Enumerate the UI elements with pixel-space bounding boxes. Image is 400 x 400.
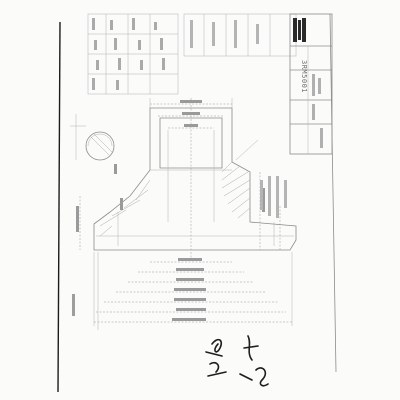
hub-cross-section — [93, 98, 297, 262]
section-hatching — [99, 161, 251, 237]
parameter-table — [87, 13, 179, 95]
handwritten-signatures — [205, 335, 269, 387]
company-logo — [293, 18, 306, 42]
technical-notes — [260, 176, 287, 218]
lower-dimensions — [93, 252, 293, 330]
sheet-left-border — [57, 21, 61, 393]
dimension-values — [76, 100, 265, 321]
sheet-right-border — [329, 13, 337, 373]
margin-annotation — [72, 294, 75, 316]
notes-table — [183, 13, 297, 57]
upper-dimensions — [149, 98, 233, 129]
detail-view-a — [70, 114, 115, 161]
drawing-number: 3RM5001 — [300, 60, 308, 94]
title-block — [289, 13, 333, 155]
side-dimensions — [79, 139, 281, 250]
